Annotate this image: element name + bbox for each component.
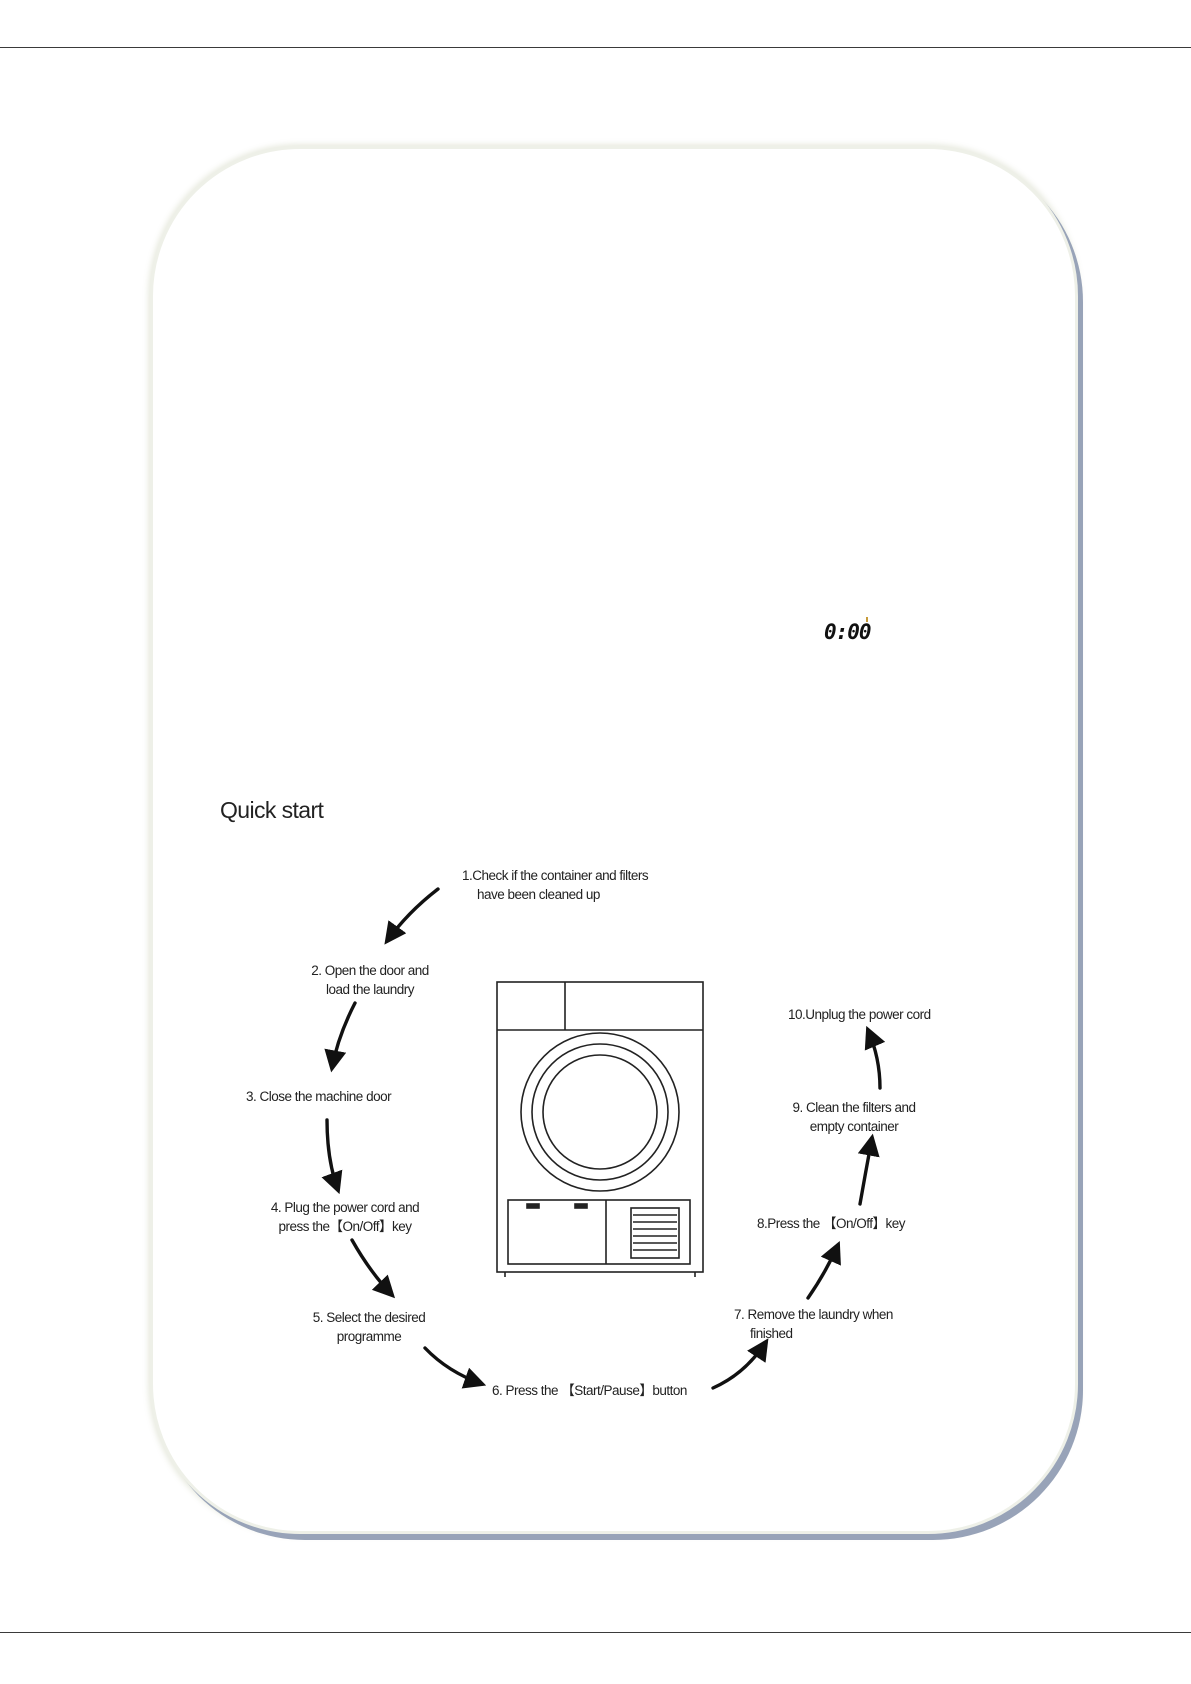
step-1: 1.Check if the container and filters hav… [462,866,649,904]
display-readout: 0:00 [824,620,872,644]
step-8: 8.Press the 【On/Off】key [757,1214,906,1233]
step-7-line2: finished [750,1326,793,1341]
header-rule [0,47,1191,48]
step-3: 3. Close the machine door [246,1087,392,1106]
step-2: 2. Open the door and load the laundry [308,961,432,999]
step-5-line2: programme [336,1329,402,1344]
step-1-line1: 1.Check if the container and filters [462,868,649,883]
step-5: 5. Select the desired programme [306,1308,432,1346]
step-1-line2: have been cleaned up [477,887,600,902]
step-2-line2: load the laundry [325,982,415,997]
quick-start-title: Quick start [220,797,324,823]
content-card [150,146,1078,1534]
footer-rule [0,1632,1191,1633]
step-7: 7. Remove the laundry when finished [734,1305,893,1343]
display-indicator-dot [866,617,868,622]
step-10: 10.Unplug the power cord [788,1005,931,1024]
step-10-line1: 10.Unplug the power cord [788,1007,931,1022]
step-4-line2: press the【On/Off】key [278,1219,412,1234]
step-8-line1: 8.Press the 【On/Off】key [757,1216,906,1231]
step-4-line1: 4. Plug the power cord and [270,1200,420,1215]
step-6-line1: 6. Press the 【Start/Pause】button [492,1383,687,1398]
step-4: 4. Plug the power cord and press the【On/… [262,1198,428,1236]
step-3-line1: 3. Close the machine door [246,1089,392,1104]
step-9-line1: 9. Clean the filters and [792,1100,916,1115]
step-5-line1: 5. Select the desired [312,1310,426,1325]
step-2-line1: 2. Open the door and [311,963,429,978]
step-9: 9. Clean the filters and empty container [786,1098,922,1136]
step-9-line2: empty container [809,1119,899,1134]
step-7-line1: 7. Remove the laundry when [734,1307,893,1322]
step-6: 6. Press the 【Start/Pause】button [492,1381,687,1400]
